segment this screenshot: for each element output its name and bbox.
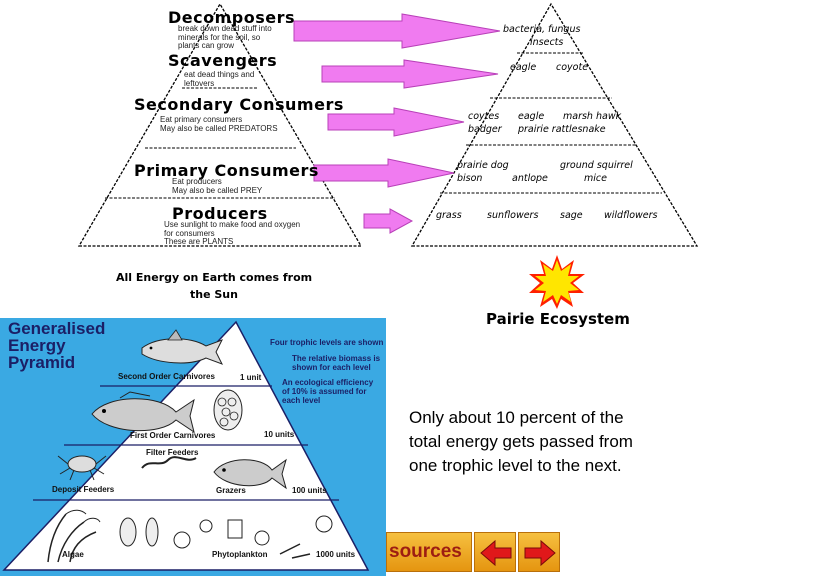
level-label-filter-feeders: Filter Feeders	[146, 448, 199, 457]
prairie-secondary-rattlesnake: prairie rattlesnake	[518, 124, 606, 135]
left-arrow-icon	[480, 539, 512, 567]
tier-title-decomposers: Decomposers	[168, 8, 296, 27]
level-units-1000: 1000 units	[316, 550, 356, 559]
prairie-producer-sunflowers: sunflowers	[487, 210, 539, 221]
phytoplankton-icon	[119, 515, 333, 559]
tier-desc-primary-consumers: Eat producers May also be called PREY	[172, 177, 263, 195]
decomposers-arrow	[293, 13, 501, 49]
sources-button-label: sources	[389, 541, 462, 562]
producers-arrow	[363, 208, 414, 234]
tier-title-producers: Producers	[172, 204, 268, 223]
prairie-primary-bison: bison	[457, 173, 483, 184]
generalised-note-efficiency: An ecological efficiency of 10% is assum…	[282, 378, 374, 405]
sun-caption-line2: the Sun	[190, 288, 238, 301]
prairie-secondary-coytes: coytes	[468, 111, 500, 122]
prairie-secondary-eagle: eagle	[518, 111, 545, 122]
tier-title-primary-consumers: Primary Consumers	[134, 161, 319, 180]
shark-icon	[141, 329, 224, 365]
level-label-deposit-feeders: Deposit Feeders	[52, 485, 115, 494]
prairie-secondary-badger: badger	[468, 124, 502, 135]
forward-arrow-button[interactable]	[518, 532, 560, 572]
prairie-primary-ground-squirrel: ground squirrel	[560, 160, 633, 171]
prairie-producer-wildflowers: wildflowers	[604, 210, 658, 221]
prairie-primary-antlope: antlope	[512, 173, 548, 184]
scavengers-arrow	[321, 59, 499, 89]
prairie-producer-sage: sage	[560, 210, 583, 221]
generalised-pyramid-graphic	[2, 320, 370, 571]
level-label-grazers: Grazers	[216, 486, 246, 495]
primary-consumers-arrow	[313, 158, 455, 188]
energy-transfer-note: Only about 10 percent of the total energ…	[409, 408, 633, 475]
sun-icon	[529, 255, 585, 309]
prairie-secondary-marsh-hawk: marsh hawk	[563, 111, 622, 122]
generalised-note-biomass: The relative biomass is shown for each l…	[292, 354, 381, 372]
secondary-consumers-arrow	[327, 107, 465, 137]
prairie-scavenger-eagle: eagle	[510, 62, 537, 73]
generalised-note-levels: Four trophic levels are shown	[270, 338, 384, 347]
back-arrow-button[interactable]	[474, 532, 516, 572]
prairie-producer-grass: grass	[436, 210, 462, 221]
generalised-energy-pyramid-panel: Generalised Energy Pyramid Four trophic …	[0, 318, 386, 576]
tier-desc-secondary-consumers: Eat primary consumers May also be called…	[160, 115, 278, 133]
prairie-primary-prairie-dog: prairie dog	[457, 160, 509, 171]
right-arrow-icon	[524, 539, 556, 567]
sources-button[interactable]: sources	[386, 532, 472, 572]
algae-icon	[47, 509, 101, 563]
tier-desc-scavengers: eat dead things and leftovers	[184, 70, 255, 88]
prairie-scavenger-coyote: coyote	[556, 62, 589, 73]
sun-caption-line1: All Energy on Earth comes from	[116, 271, 313, 284]
grazer-fish-icon	[213, 458, 287, 490]
level-label-second-order-carnivores: Second Order Carnivores	[118, 372, 215, 381]
prairie-decomposers-2: insects	[530, 37, 564, 48]
generalised-pyramid-title: Generalised Energy Pyramid	[8, 319, 106, 372]
level-units-10: 10 units	[264, 430, 295, 439]
level-label-first-order-carnivores: First Order Carnivores	[130, 431, 216, 440]
level-units-100: 100 units	[292, 486, 327, 495]
tier-title-scavengers: Scavengers	[168, 51, 278, 70]
tier-desc-producers: Use sunlight to make food and oxygen for…	[164, 220, 301, 246]
level-label-phytoplankton: Phytoplankton	[212, 550, 268, 559]
tier-desc-decomposers: break down dead stuff into minerals for …	[178, 24, 272, 50]
crab-icon	[57, 455, 107, 481]
level-units-1: 1 unit	[240, 373, 262, 382]
level-label-algae: Algae	[62, 550, 84, 559]
prairie-primary-mice: mice	[584, 173, 607, 184]
tier-title-secondary-consumers: Secondary Consumers	[134, 95, 344, 114]
egg-cluster-icon	[213, 389, 243, 431]
navigation-bar: sources	[386, 532, 560, 572]
filter-feeder-icon	[141, 456, 197, 469]
fish-icon	[91, 391, 195, 434]
prairie-ecosystem-title: Pairie Ecosystem	[486, 310, 630, 328]
prairie-decomposers-1: bacteria, fungus	[503, 24, 581, 35]
